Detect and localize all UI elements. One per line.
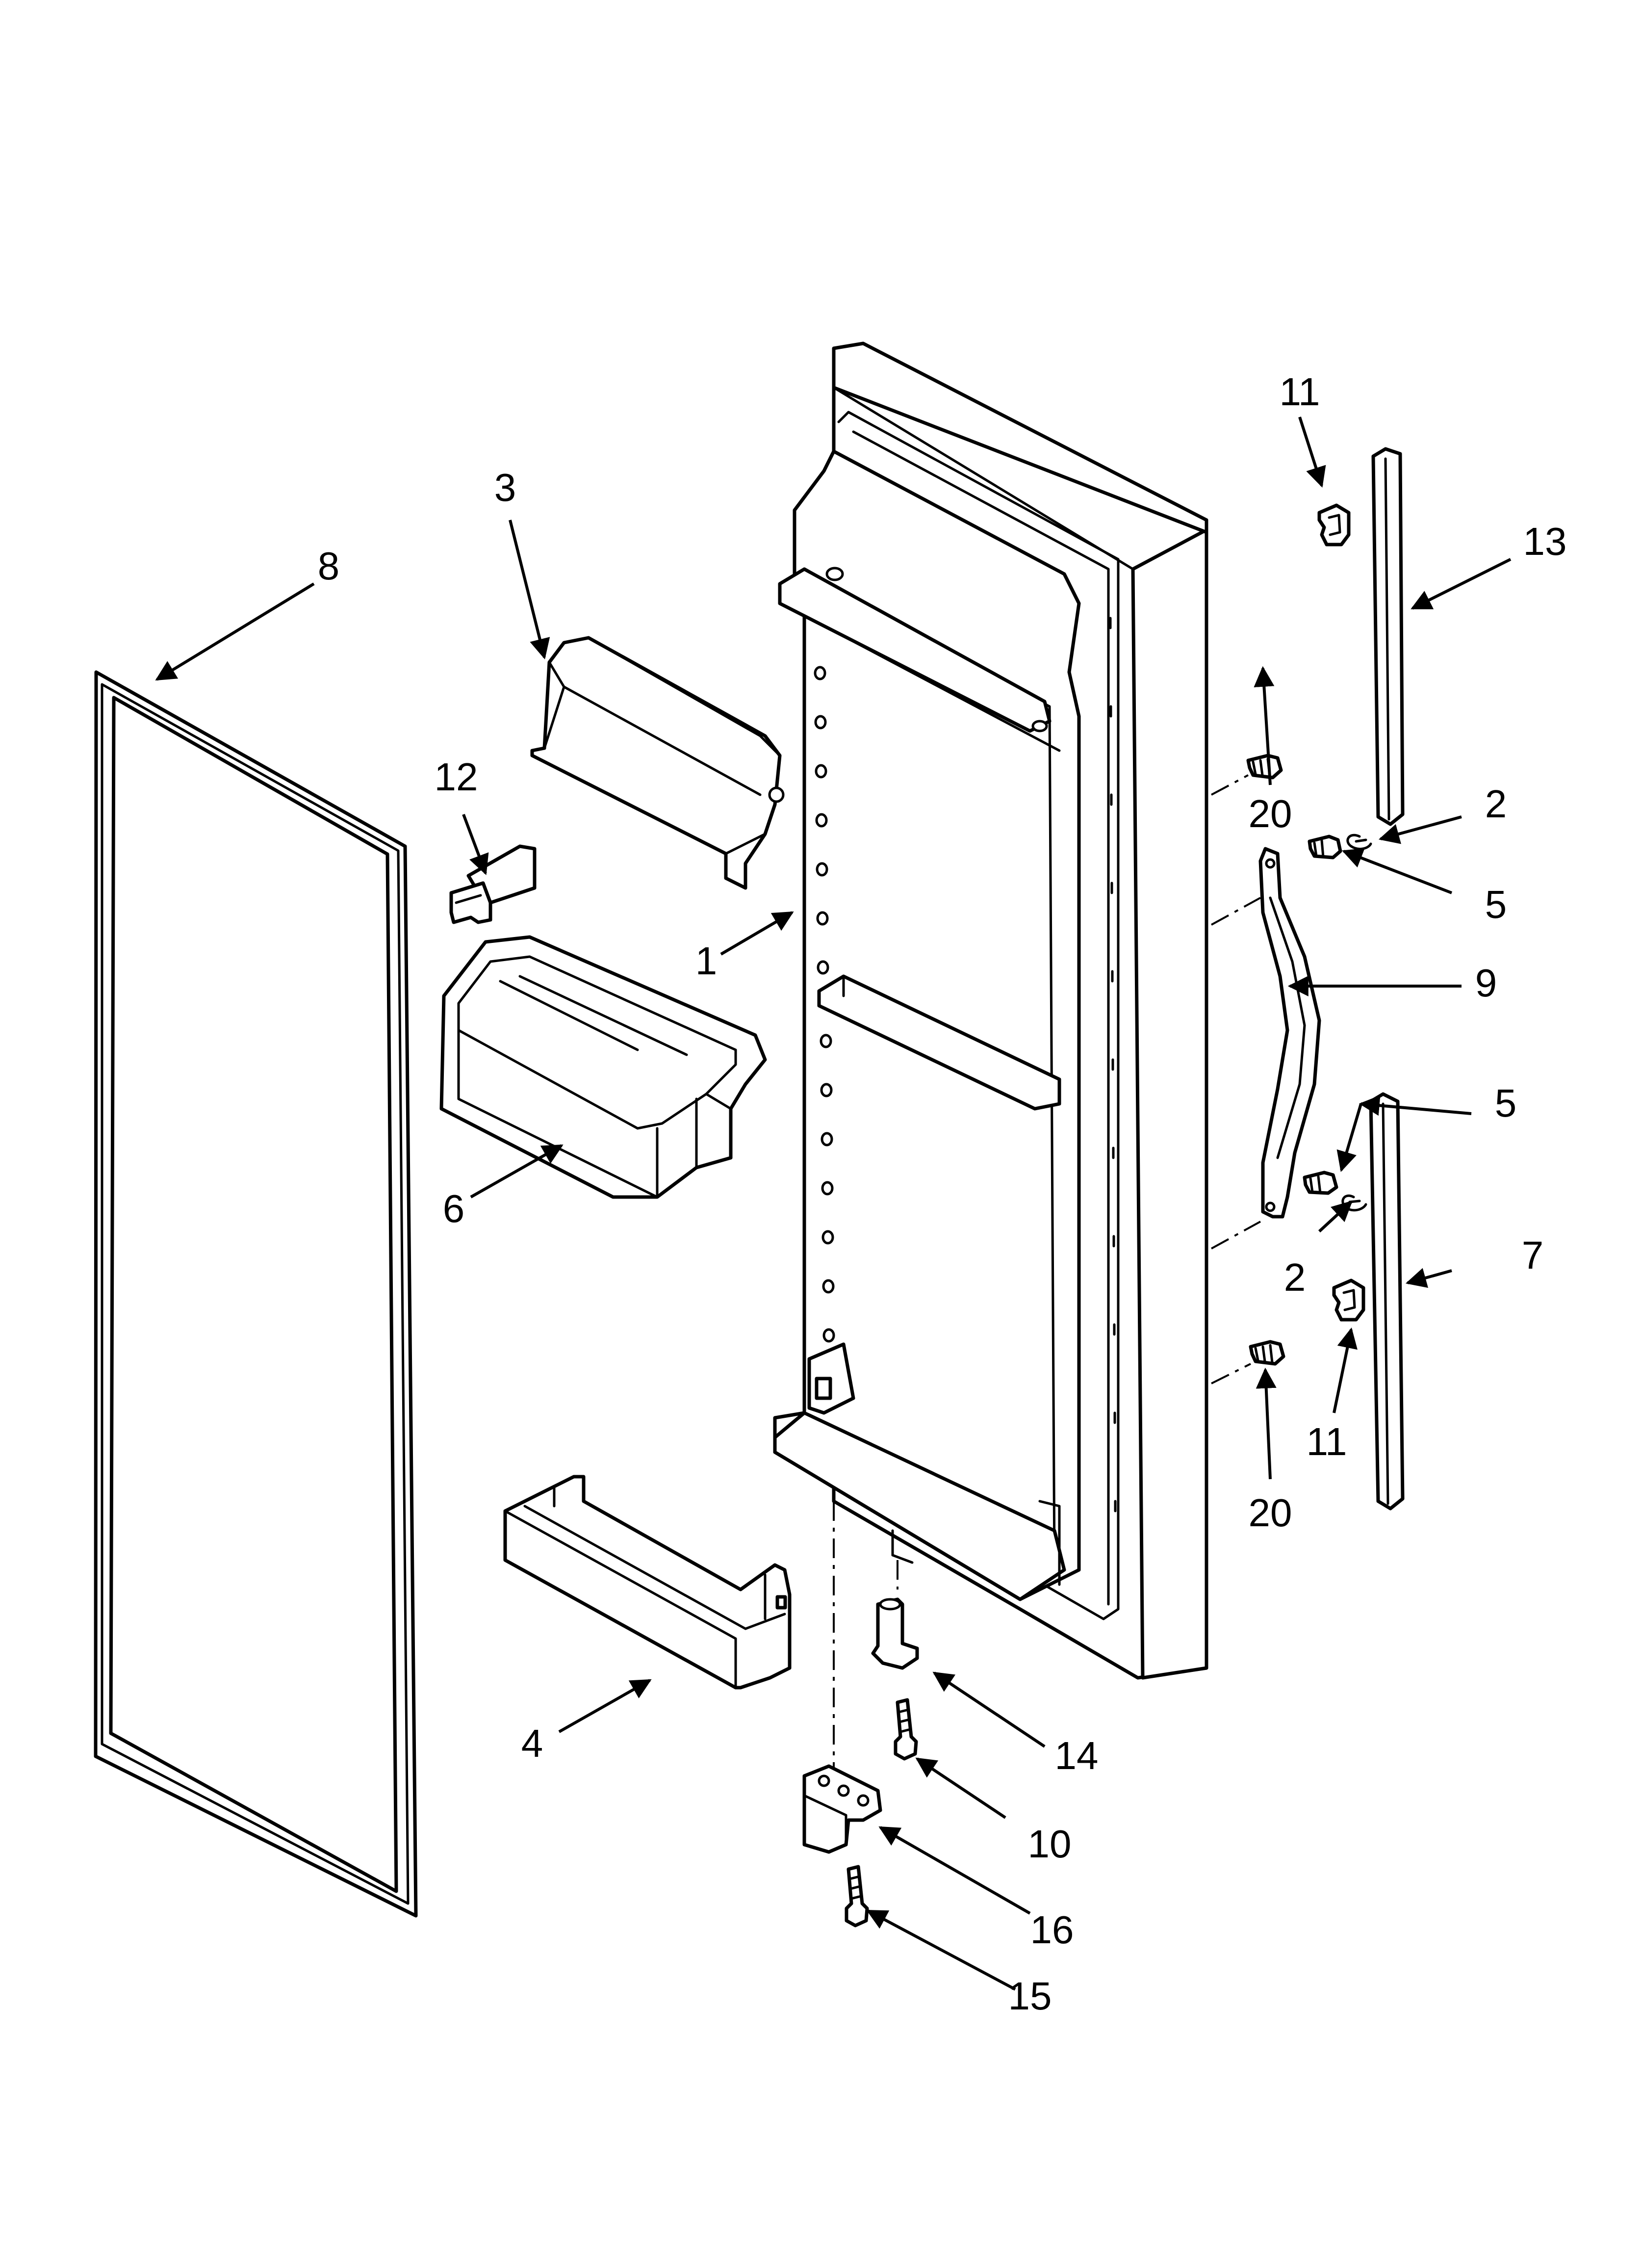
- frame-marks: [1109, 617, 1117, 1512]
- callout-5-upper: 5: [1485, 883, 1507, 926]
- trim-upper: [1371, 447, 1405, 826]
- callout-6: 6: [443, 1187, 465, 1230]
- callout-2-upper: 2: [1485, 782, 1507, 826]
- callout-20-lower: 20: [1249, 1491, 1292, 1535]
- callout-8: 8: [318, 544, 340, 588]
- callout-2-lower: 2: [1284, 1255, 1306, 1299]
- dairy-clip: [449, 844, 537, 924]
- callout-14: 14: [1055, 1734, 1099, 1777]
- callout-16: 16: [1030, 1908, 1074, 1952]
- door-assembly: [773, 341, 1208, 1680]
- callout-5-lower: 5: [1495, 1081, 1517, 1125]
- dairy-cover: [530, 636, 785, 890]
- leader-lines: [155, 417, 1512, 1991]
- callout-1: 1: [695, 939, 718, 983]
- callout-12: 12: [435, 755, 478, 799]
- door-gasket: [94, 670, 418, 1918]
- callout-9: 9: [1475, 961, 1497, 1005]
- callout-4: 4: [521, 1721, 543, 1765]
- dairy-bin: [439, 935, 767, 1199]
- door-handle: [1258, 847, 1321, 1219]
- callout-20-upper: 20: [1249, 792, 1292, 835]
- callout-3: 3: [494, 466, 516, 509]
- callout-10: 10: [1028, 1822, 1072, 1866]
- callout-11-upper: 11: [1279, 370, 1320, 414]
- callout-labels: 8 3 12 1 6 4 11 13 20 2 5 9 5 7 2 11 20 …: [318, 370, 1567, 2018]
- callout-7: 7: [1522, 1233, 1544, 1277]
- trim-lower: [1369, 1092, 1405, 1511]
- shelf-holes: [814, 666, 835, 1343]
- handle-hardware: [1211, 503, 1372, 1384]
- hinge-hardware: [802, 1501, 919, 1928]
- callout-11-lower: 11: [1306, 1420, 1347, 1463]
- callout-15: 15: [1008, 1974, 1052, 2018]
- callout-13: 13: [1523, 520, 1567, 563]
- door-bar: [503, 1475, 792, 1690]
